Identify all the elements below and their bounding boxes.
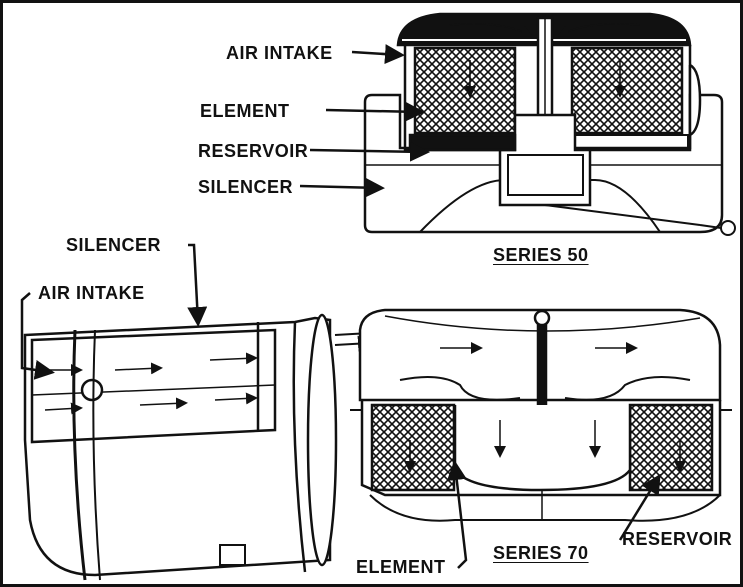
label-air-intake-top: AIR INTAKE: [226, 43, 333, 63]
series-50-air-cleaner: [363, 12, 736, 236]
label-silencer-bottom: SILENCER: [66, 235, 162, 255]
label-silencer-top: SILENCER: [198, 177, 294, 197]
label-element-top: ELEMENT: [200, 101, 290, 121]
series-70-element-right: [628, 403, 714, 492]
series-50-element-left: [413, 46, 517, 135]
caption-series-50: SERIES 50: [493, 245, 589, 265]
label-air-intake-bottom: AIR INTAKE: [38, 283, 145, 303]
series-70-cutaway: [350, 308, 732, 522]
caption-series-70: SERIES 70: [493, 543, 589, 563]
series-70-side-view: [23, 313, 374, 581]
series-70-element-left: [370, 403, 456, 492]
label-element-bottom: ELEMENT: [356, 557, 446, 577]
series-70-leader-lines: [20, 243, 661, 569]
series-50-leader-lines: [299, 44, 430, 198]
label-reservoir-top: RESERVOIR: [198, 141, 309, 161]
label-reservoir-bottom: RESERVOIR: [622, 529, 733, 549]
series-50-element-right: [570, 46, 684, 135]
